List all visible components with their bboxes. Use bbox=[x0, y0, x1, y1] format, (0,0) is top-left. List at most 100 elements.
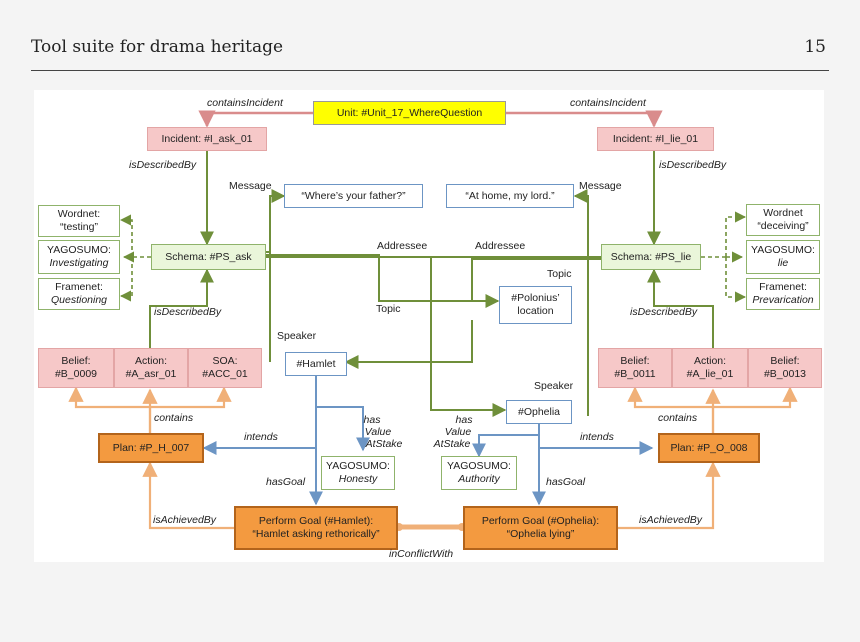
value-honesty-line2: Honesty bbox=[338, 473, 378, 485]
framenet-prevarication-node: Framenet: Prevarication bbox=[746, 278, 820, 310]
yagosumo-lie-node: YAGOSUMO: lie bbox=[746, 240, 820, 274]
message-ask-text: “Where’s your father?” bbox=[301, 189, 406, 202]
orange-arrows bbox=[68, 386, 798, 530]
value-authority-node: YAGOSUMO: Authority bbox=[441, 456, 517, 490]
framenet-prevarication-line1: Framenet: bbox=[759, 281, 807, 293]
edge-label-contains-left: contains bbox=[154, 412, 194, 424]
edge-label-intends-right: intends bbox=[580, 431, 614, 443]
belief-b0009-line2: #B_0009 bbox=[54, 368, 98, 380]
edge-label-hasgoal-left: hasGoal bbox=[266, 476, 306, 488]
edge-label-intends-left: intends bbox=[244, 431, 278, 443]
edge-label-value-left: Value bbox=[364, 426, 392, 438]
wordnet-deceiving-line2: “deceiving” bbox=[757, 220, 809, 232]
edge-label-topic-left: Topic bbox=[376, 303, 401, 315]
goal-ophelia-line1: Perform Goal (#Ophelia): bbox=[481, 515, 600, 527]
soa-acc-line1: SOA: bbox=[212, 355, 238, 367]
message-lie-node: “At home, my lord.” bbox=[446, 184, 574, 208]
edge-label-described-ask: isDescribedBy bbox=[129, 159, 197, 171]
belief-b0009-line1: Belief: bbox=[61, 355, 91, 367]
ophelia-node: #Ophelia bbox=[506, 400, 572, 424]
message-ask-node: “Where’s your father?” bbox=[284, 184, 423, 208]
page-number: 15 bbox=[804, 37, 826, 57]
soa-acc-node: SOA: #ACC_01 bbox=[188, 348, 262, 388]
edge-label-addressee-right: Addressee bbox=[475, 240, 526, 252]
value-authority-line1: YAGOSUMO: bbox=[447, 460, 511, 472]
unit-label: Unit: #Unit_17_WhereQuestion bbox=[336, 106, 483, 119]
yagosumo-investigating-line1: YAGOSUMO: bbox=[47, 244, 111, 256]
edge-label-speaker-hamlet: Speaker bbox=[277, 330, 317, 342]
belief-b0013-node: Belief: #B_0013 bbox=[748, 348, 822, 388]
incident-ask-node: Incident: #I_ask_01 bbox=[147, 127, 267, 151]
edge-label-contains-incident-right: containsIncident bbox=[570, 97, 646, 109]
edge-label-has-right: has bbox=[455, 414, 473, 426]
page-header-title: Tool suite for drama heritage bbox=[31, 37, 284, 57]
belief-b0013-line1: Belief: bbox=[770, 355, 800, 367]
value-authority-line2: Authority bbox=[458, 473, 500, 485]
edge-label-atstake-left: AtStake bbox=[365, 438, 403, 450]
yagosumo-investigating-line2: Investigating bbox=[49, 257, 109, 269]
hamlet-label: #Hamlet bbox=[296, 357, 336, 370]
schema-lie-node: Schema: #PS_lie bbox=[601, 244, 701, 270]
yagosumo-lie-line2: lie bbox=[777, 257, 789, 269]
goal-ophelia-node: Perform Goal (#Ophelia): “Ophelia lying” bbox=[463, 506, 618, 550]
edge-label-value-right: Value bbox=[444, 426, 472, 438]
schema-ask-label: Schema: #PS_ask bbox=[165, 250, 252, 263]
yagosumo-investigating-node: YAGOSUMO: Investigating bbox=[38, 240, 120, 274]
goal-hamlet-line2: “Hamlet asking rethorically” bbox=[252, 528, 380, 540]
polonius-location-node: #Polonius’ location bbox=[499, 286, 572, 324]
edge-label-addressee-left: Addressee bbox=[377, 240, 428, 252]
edge-label-in-conflict-with: inConflictWith bbox=[389, 548, 454, 560]
action-lie-node: Action: #A_lie_01 bbox=[672, 348, 748, 388]
wordnet-deceiving-line1: Wordnet bbox=[763, 207, 803, 219]
incident-lie-node: Incident: #I_lie_01 bbox=[597, 127, 714, 151]
polonius-location-line1: #Polonius’ bbox=[511, 292, 560, 304]
goal-ophelia-line2: “Ophelia lying” bbox=[506, 528, 575, 540]
value-honesty-node: YAGOSUMO: Honesty bbox=[321, 456, 395, 490]
edge-label-atstake-right: AtStake bbox=[433, 438, 471, 450]
yagosumo-lie-line1: YAGOSUMO: bbox=[751, 244, 815, 256]
conflict-link bbox=[395, 523, 466, 531]
framenet-questioning-line1: Framenet: bbox=[55, 281, 103, 293]
belief-b0011-node: Belief: #B_0011 bbox=[598, 348, 672, 388]
ontology-diagram: Unit: #Unit_17_WhereQuestion Incident: #… bbox=[34, 90, 824, 562]
edge-label-achieved-left: isAchievedBy bbox=[153, 514, 217, 526]
edge-label-topic-right: Topic bbox=[547, 268, 572, 280]
belief-b0011-line2: #B_0011 bbox=[614, 368, 656, 380]
edge-label-message-left: Message bbox=[229, 180, 272, 192]
framenet-prevarication-line2: Prevarication bbox=[752, 294, 814, 306]
wordnet-deceiving-node: Wordnet “deceiving” bbox=[746, 204, 820, 236]
soa-acc-line2: #ACC_01 bbox=[202, 368, 248, 380]
schema-ask-node: Schema: #PS_ask bbox=[151, 244, 266, 270]
plan-hamlet-node: Plan: #P_H_007 bbox=[98, 433, 204, 463]
unit-node: Unit: #Unit_17_WhereQuestion bbox=[313, 101, 506, 125]
plan-ophelia-label: Plan: #P_O_008 bbox=[670, 441, 748, 454]
polonius-location-line2: location bbox=[517, 305, 554, 317]
schema-lie-label: Schema: #PS_lie bbox=[610, 250, 692, 263]
action-asr-node: Action: #A_asr_01 bbox=[114, 348, 188, 388]
wordnet-testing-line1: Wordnet: bbox=[57, 208, 101, 220]
goal-hamlet-node: Perform Goal (#Hamlet): “Hamlet asking r… bbox=[234, 506, 398, 550]
header-rule bbox=[31, 70, 829, 71]
framenet-questioning-line2: Questioning bbox=[50, 294, 108, 306]
wordnet-testing-node: Wordnet: “testing” bbox=[38, 205, 120, 237]
framenet-questioning-node: Framenet: Questioning bbox=[38, 278, 120, 310]
plan-ophelia-node: Plan: #P_O_008 bbox=[658, 433, 760, 463]
edge-label-achieved-right: isAchievedBy bbox=[639, 514, 703, 526]
dashed-link-arrows bbox=[119, 211, 747, 303]
action-lie-line1: Action: bbox=[693, 355, 727, 367]
blue-arrows bbox=[202, 376, 654, 506]
green-arrows bbox=[149, 151, 714, 417]
edge-label-contains-incident-left: containsIncident bbox=[207, 97, 283, 109]
goal-hamlet-line1: Perform Goal (#Hamlet): bbox=[258, 515, 374, 527]
action-lie-line2: #A_lie_01 bbox=[686, 368, 734, 380]
plan-hamlet-label: Plan: #P_H_007 bbox=[112, 441, 190, 454]
contains-incident-arrows bbox=[198, 110, 663, 128]
edge-label-hasgoal-right: hasGoal bbox=[546, 476, 586, 488]
edge-label-has-left: has bbox=[363, 414, 381, 426]
belief-b0013-line2: #B_0013 bbox=[763, 368, 807, 380]
edge-label-described-ask-lower: isDescribedBy bbox=[154, 306, 222, 318]
edge-label-message-right: Message bbox=[579, 180, 622, 192]
value-honesty-line1: YAGOSUMO: bbox=[326, 460, 390, 472]
action-asr-line2: #A_asr_01 bbox=[125, 368, 177, 380]
edge-label-speaker-ophelia: Speaker bbox=[534, 380, 574, 392]
